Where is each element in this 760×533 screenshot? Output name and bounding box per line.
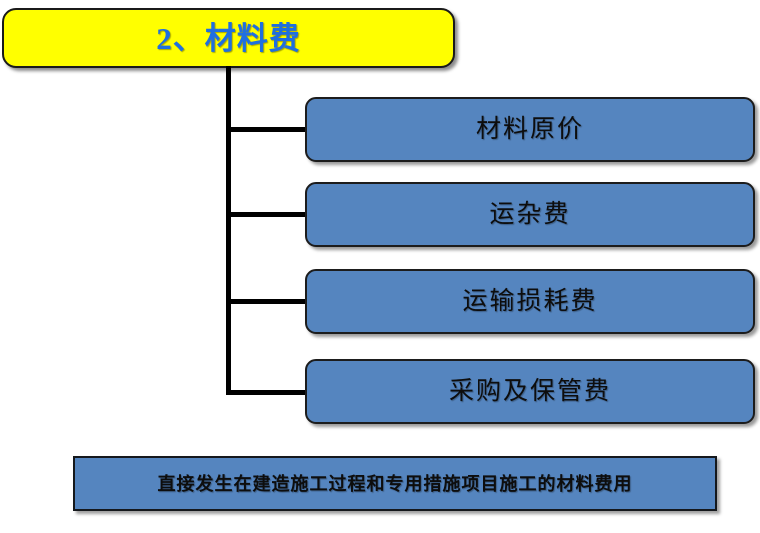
- item-label: 运输损耗费: [462, 288, 598, 315]
- title-box: 2、材料费: [2, 8, 455, 68]
- title-label: 2、材料费: [156, 20, 301, 56]
- connector-branch-2: [226, 212, 308, 217]
- item-box-procurement-storage-fee: 采购及保管费: [305, 359, 755, 424]
- item-label: 材料原价: [475, 116, 584, 143]
- note-box: 直接发生在建造施工过程和专用措施项目施工的材料费用: [73, 456, 717, 511]
- connector-branch-3: [226, 299, 308, 304]
- item-label: 采购及保管费: [448, 378, 611, 405]
- item-label: 运杂费: [489, 201, 571, 228]
- note-label: 直接发生在建造施工过程和专用措施项目施工的材料费用: [157, 473, 633, 494]
- item-box-freight-misc-fee: 运杂费: [305, 182, 755, 247]
- item-box-transport-loss-fee: 运输损耗费: [305, 269, 755, 334]
- item-box-material-original-price: 材料原价: [305, 97, 755, 162]
- connector-branch-4: [226, 390, 308, 395]
- connector-trunk-line: [226, 66, 231, 395]
- connector-branch-1: [226, 127, 308, 132]
